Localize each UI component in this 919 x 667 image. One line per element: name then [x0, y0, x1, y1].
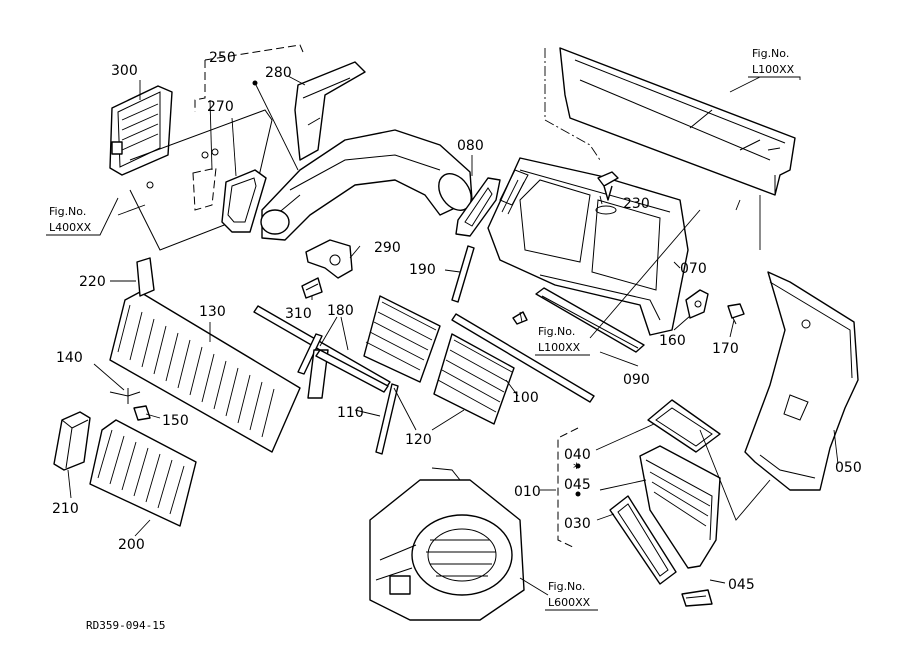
part-180-strips	[253, 305, 391, 399]
label-070: 070	[680, 261, 707, 277]
label-045-a: 045	[564, 477, 591, 493]
part-170-screw	[727, 303, 745, 325]
label-120: 120	[405, 432, 432, 448]
label-040: 040	[564, 447, 591, 463]
part-120-filter-right	[433, 333, 515, 425]
ref-title: Fig.No.	[538, 325, 575, 338]
part-040-frame	[647, 399, 721, 453]
ref-title: Fig.No.	[752, 47, 789, 60]
main-air-duct	[260, 129, 473, 241]
label-190: 190	[409, 262, 436, 278]
part-290-bracket	[305, 239, 353, 279]
label-300: 300	[111, 63, 138, 79]
part-110-strip	[375, 383, 399, 455]
mounting-plate	[129, 109, 273, 251]
part-030-gasket	[609, 495, 677, 585]
label-210: 210	[52, 501, 79, 517]
label-090: 090	[623, 372, 650, 388]
part-080-gasket	[455, 177, 501, 237]
label-045-c: 045	[728, 577, 755, 593]
label-200: 200	[118, 537, 145, 553]
label-130: 130	[199, 304, 226, 320]
ref-code: L100XX	[752, 63, 795, 76]
label-110: 110	[337, 405, 364, 421]
label-220: 220	[79, 274, 106, 290]
part-220-clip	[136, 257, 155, 297]
part-100-bar	[451, 313, 595, 403]
ref-code: L400XX	[49, 221, 92, 234]
label-310: 310	[285, 306, 312, 322]
part-150-bolt	[133, 405, 151, 421]
part-190-strip	[451, 245, 475, 303]
label-180: 180	[327, 303, 354, 319]
part-050-duct	[744, 271, 859, 491]
group-010-bracket	[557, 427, 581, 549]
part-045-duct	[639, 445, 721, 569]
ref-code: L100XX	[538, 341, 581, 354]
cab-frame-panel	[544, 47, 796, 250]
label-290: 290	[374, 240, 401, 256]
part-160-clip	[685, 289, 709, 319]
ref-l400xx: Fig.No. L400XX	[46, 197, 119, 236]
label-080: 080	[457, 138, 484, 154]
drawing-code: RD359-094-15	[86, 619, 165, 632]
part-200-panel	[89, 419, 197, 527]
ref-l100xx-top: Fig.No. L100XX	[729, 47, 801, 93]
ref-title: Fig.No.	[548, 580, 585, 593]
asterisk-mark: *	[573, 461, 580, 477]
part-045-pad	[681, 589, 713, 607]
blower-unit	[369, 467, 525, 621]
label-150: 150	[162, 413, 189, 429]
part-120-filter-left	[363, 295, 441, 383]
part-230-pin	[595, 171, 619, 215]
ref-l100xx-mid: Fig.No. L100XX	[535, 325, 590, 356]
part-140-wire	[109, 388, 141, 404]
ref-code: L600XX	[548, 596, 591, 609]
label-140: 140	[56, 350, 83, 366]
part-070-housing	[487, 157, 689, 336]
ref-title: Fig.No.	[49, 205, 86, 218]
label-030: 030	[564, 516, 591, 532]
part-270-gasket	[192, 167, 267, 233]
label-250: 250	[209, 50, 236, 66]
ref-l600xx: Fig.No. L600XX	[545, 580, 598, 611]
part-090-strip	[535, 287, 645, 353]
label-010: 010	[514, 484, 541, 500]
label-270: 270	[207, 99, 234, 115]
label-230: 230	[623, 196, 650, 212]
part-130-panel	[109, 291, 301, 453]
part-300-filter-box	[109, 85, 173, 176]
label-050: 050	[835, 460, 862, 476]
label-170: 170	[712, 341, 739, 357]
part-210-block	[53, 411, 91, 471]
part-280-duct	[294, 61, 366, 161]
group-250-bracket	[194, 44, 304, 171]
leader-lines	[67, 75, 839, 596]
part-310-screw	[301, 277, 323, 299]
label-280: 280	[265, 65, 292, 81]
fastener	[512, 311, 528, 325]
label-100: 100	[512, 390, 539, 406]
label-160: 160	[659, 333, 686, 349]
